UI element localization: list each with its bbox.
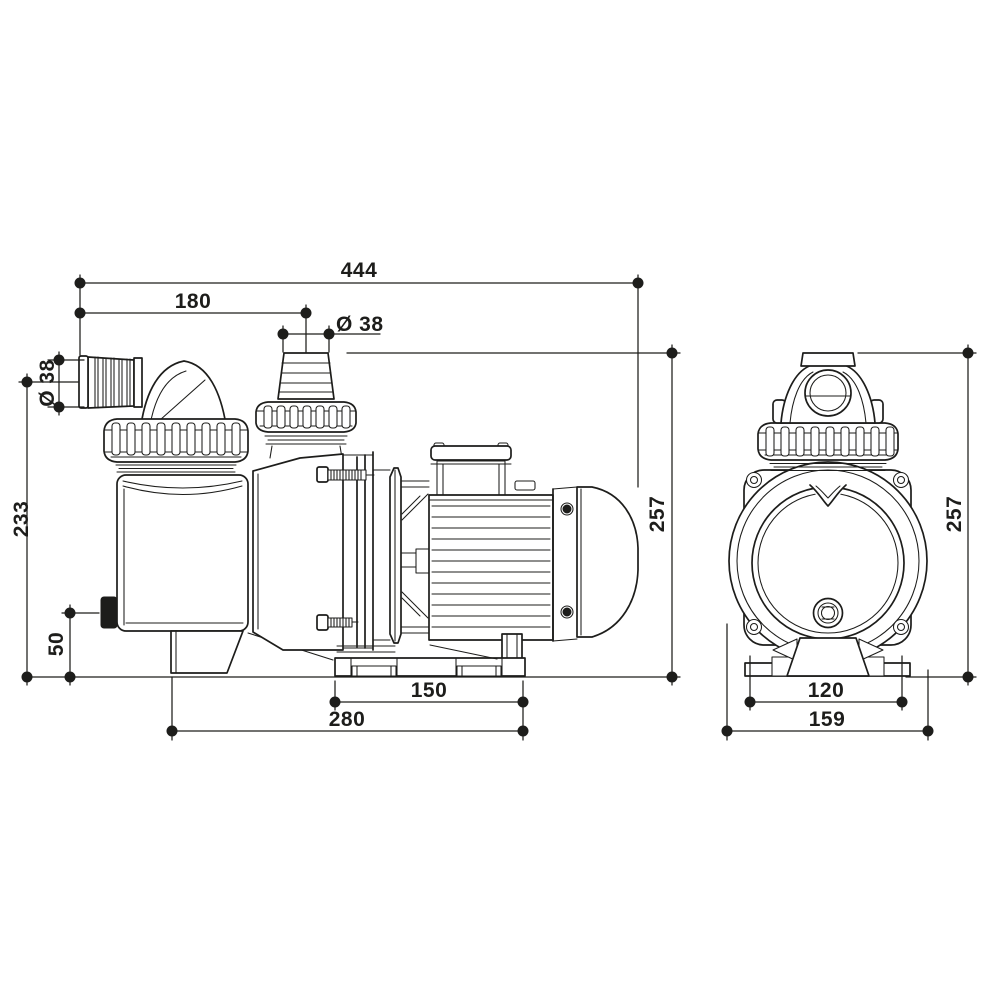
inlet-hose-barb xyxy=(78,355,143,409)
dim-front-foot-spacing-label: 120 xyxy=(808,679,845,702)
motor-foot xyxy=(501,633,523,660)
motor-end-cap xyxy=(552,486,639,642)
dim-inlet-offset: 180 xyxy=(74,290,312,319)
front-threads xyxy=(769,462,887,472)
dim-foot-spacing: 150 xyxy=(329,679,529,708)
front-union-nut xyxy=(757,422,899,461)
inlet-union-nut xyxy=(103,418,249,463)
motor-adapter-ribs xyxy=(400,480,433,634)
dim-drain-height-label: 50 xyxy=(45,632,68,656)
front-port-housing xyxy=(772,352,884,424)
outlet-port xyxy=(255,352,357,459)
dim-height-front: 257 xyxy=(943,344,974,686)
base-rail xyxy=(334,644,526,677)
strainer-pot xyxy=(116,474,249,632)
pump-casing xyxy=(252,451,391,651)
flange-bolt-top xyxy=(316,466,375,483)
dim-foot-spacing-label: 150 xyxy=(411,679,448,702)
dim-inlet-diameter: Ø 38 xyxy=(36,351,65,416)
dim-overall-length: 444 xyxy=(74,259,644,289)
side-view xyxy=(26,352,681,678)
inlet-threads xyxy=(115,464,237,473)
inlet-elbow-dome xyxy=(140,360,227,426)
dim-base-length-label: 280 xyxy=(329,708,366,731)
dim-height-front-label: 257 xyxy=(943,496,966,533)
dimension-annotations: 444 180 Ø 38 Ø 38 233 xyxy=(10,259,977,741)
dim-front-foot-spacing: 120 xyxy=(744,679,908,708)
dim-overall-width-label: 159 xyxy=(809,708,846,731)
dim-outlet-diameter: Ø 38 xyxy=(277,313,384,340)
dim-base-length: 280 xyxy=(166,708,529,737)
front-pedestal xyxy=(772,637,884,677)
dim-inlet-height: 233 xyxy=(10,373,33,686)
drain-plug-side xyxy=(100,596,118,629)
dim-height-side-label: 257 xyxy=(646,496,669,533)
front-view xyxy=(728,352,928,677)
dim-overall-width: 159 xyxy=(721,708,934,737)
flange-bolt-bottom xyxy=(316,614,359,631)
dim-inlet-offset-label: 180 xyxy=(175,290,212,313)
motor-flange xyxy=(389,467,402,644)
flange-screw-bosses xyxy=(745,471,910,636)
dim-outlet-diameter-label: Ø 38 xyxy=(336,313,384,336)
dim-overall-length-label: 444 xyxy=(341,259,378,282)
dim-drain-height: 50 xyxy=(45,604,76,686)
dim-inlet-height-label: 233 xyxy=(10,501,33,538)
drain-plug-front xyxy=(812,597,844,629)
dim-height-side: 257 xyxy=(646,344,678,686)
terminal-box xyxy=(430,442,512,498)
motor-body xyxy=(428,480,554,641)
dim-inlet-diameter-label: Ø 38 xyxy=(36,359,59,407)
